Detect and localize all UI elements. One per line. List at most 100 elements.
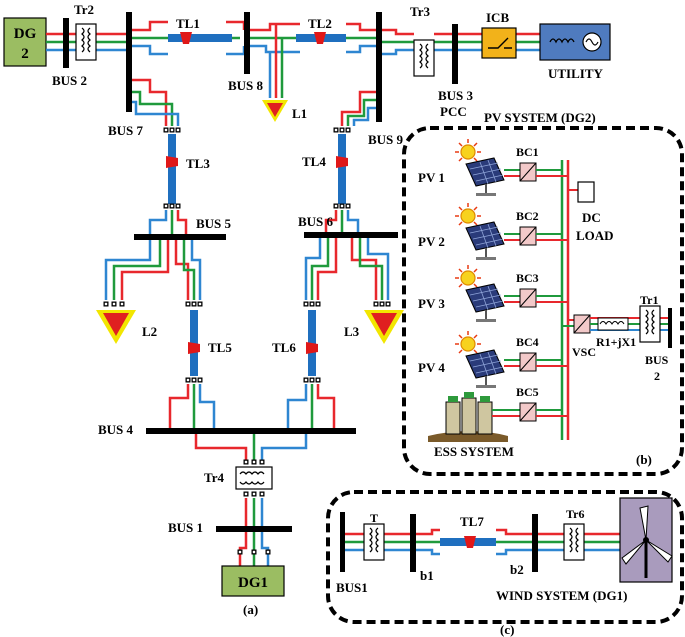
dg2-label: DG (14, 26, 37, 42)
dc-label: DC (582, 210, 601, 225)
bc2-label: BC2 (516, 209, 539, 223)
bus-6-label: BUS 6 (298, 214, 334, 229)
pv-system-frame (402, 126, 684, 476)
bus-8-bar (244, 12, 250, 74)
bc1-label: BC1 (516, 145, 539, 159)
tl3-label: TL3 (186, 156, 210, 171)
tl2-label: TL2 (308, 16, 332, 31)
caption-c: (c) (500, 622, 514, 637)
pv-system-title: PV SYSTEM (DG2) (484, 110, 596, 125)
transformer-tr6-icon (563, 523, 585, 561)
tl4-line (338, 134, 346, 204)
pv-bus-label: BUS (645, 353, 669, 367)
tl4-label: TL4 (302, 154, 326, 169)
tr3-label: Tr3 (410, 4, 430, 19)
tr4-label: Tr4 (204, 470, 224, 485)
pcc-label: PCC (440, 104, 467, 119)
bus-8-label: BUS 8 (228, 78, 264, 93)
transformer-t-icon (363, 523, 385, 561)
icb-box (481, 27, 517, 59)
bus-2-bar (63, 18, 69, 68)
bus-4-label: BUS 4 (98, 422, 134, 437)
bus-1-label: BUS 1 (168, 520, 203, 535)
ess-battery-icon (428, 392, 508, 442)
tl1-line (168, 34, 232, 42)
wind-bus1-bar (340, 512, 345, 572)
bc3-label: BC3 (516, 271, 539, 285)
bc2-converter-icon (519, 226, 537, 246)
bus-1-bar (216, 526, 292, 532)
utility-label: UTILITY (548, 66, 604, 81)
bus-9-bar (376, 12, 382, 122)
wind-system-frame (326, 490, 684, 624)
bus-7-label: BUS 7 (108, 123, 144, 138)
ess-label: ESS SYSTEM (434, 444, 514, 459)
bus-3-bar (452, 24, 458, 84)
tl1-marker (180, 32, 192, 44)
bc4-label: BC4 (516, 335, 539, 349)
bus-5-bar (134, 234, 226, 240)
icb-label: ICB (486, 10, 509, 25)
load-l3-label: L3 (344, 324, 360, 339)
bc4-converter-icon (519, 352, 537, 372)
b1-label: b1 (420, 568, 434, 583)
bus-6-bar (304, 232, 398, 238)
tr1-label: Tr1 (640, 293, 658, 307)
transformer-tr2-icon (75, 23, 97, 61)
solar-panel-4-icon (465, 349, 505, 389)
tl1-label: TL1 (176, 16, 200, 31)
bc3-converter-icon (519, 288, 537, 308)
dg2-box (3, 17, 47, 67)
impedance-label: R1+jX1 (596, 335, 636, 349)
impedance-icon (597, 317, 629, 331)
load-l1-label: L1 (292, 106, 307, 121)
pv2-label: PV 2 (418, 234, 445, 249)
transformer-tr3-icon (413, 39, 435, 77)
bus-4-bar (146, 428, 356, 434)
tl5-label: TL5 (208, 340, 232, 355)
tl6-label: TL6 (272, 340, 296, 355)
caption-b: (b) (636, 452, 652, 467)
caption-a: (a) (243, 602, 258, 617)
bc5-label: BC5 (516, 385, 539, 399)
b1-bar (410, 514, 416, 572)
tl3-line (168, 134, 176, 204)
solar-panel-1-icon (465, 157, 505, 197)
wind-turbine-icon (621, 505, 673, 578)
tl5-marker (188, 342, 200, 354)
wind-bus1-label: BUS1 (336, 580, 368, 595)
bus-9-label: BUS 9 (368, 132, 404, 147)
tl7-marker (464, 536, 476, 548)
vsc-converter-icon (573, 314, 591, 334)
tl7-label: TL7 (460, 514, 484, 529)
bc5-converter-icon (519, 402, 537, 422)
tl4-marker (336, 156, 348, 168)
pv-bus-2-bar (668, 308, 672, 348)
bc1-converter-icon (519, 162, 537, 182)
dg2-label-number: 2 (21, 46, 29, 62)
load-l2-label: L2 (142, 324, 157, 339)
transformer-tr4-icon (235, 466, 273, 490)
dg1-box (221, 565, 285, 597)
wind-t-label: T (370, 511, 378, 525)
vsc-label: VSC (572, 345, 596, 359)
bus-7-bar (126, 12, 132, 112)
tl6-marker (306, 342, 318, 354)
pv4-label: PV 4 (418, 360, 445, 375)
solar-panel-2-icon (465, 221, 505, 261)
bus-5-label: BUS 5 (196, 216, 232, 231)
dg1-label: DG1 (238, 575, 268, 591)
solar-panel-3-icon (465, 283, 505, 323)
transformer-tr1-icon (639, 305, 661, 343)
tl3-marker (166, 156, 178, 168)
dc-load-icon (577, 181, 595, 203)
tr6-label: Tr6 (566, 507, 584, 521)
b2-bar (532, 514, 538, 572)
b2-label: b2 (510, 562, 524, 577)
wind-system-title: WIND SYSTEM (DG1) (496, 588, 627, 603)
bus-2-label: BUS 2 (52, 73, 87, 88)
bus-3-label: BUS 3 (438, 88, 474, 103)
tr2-label: Tr2 (74, 2, 94, 17)
